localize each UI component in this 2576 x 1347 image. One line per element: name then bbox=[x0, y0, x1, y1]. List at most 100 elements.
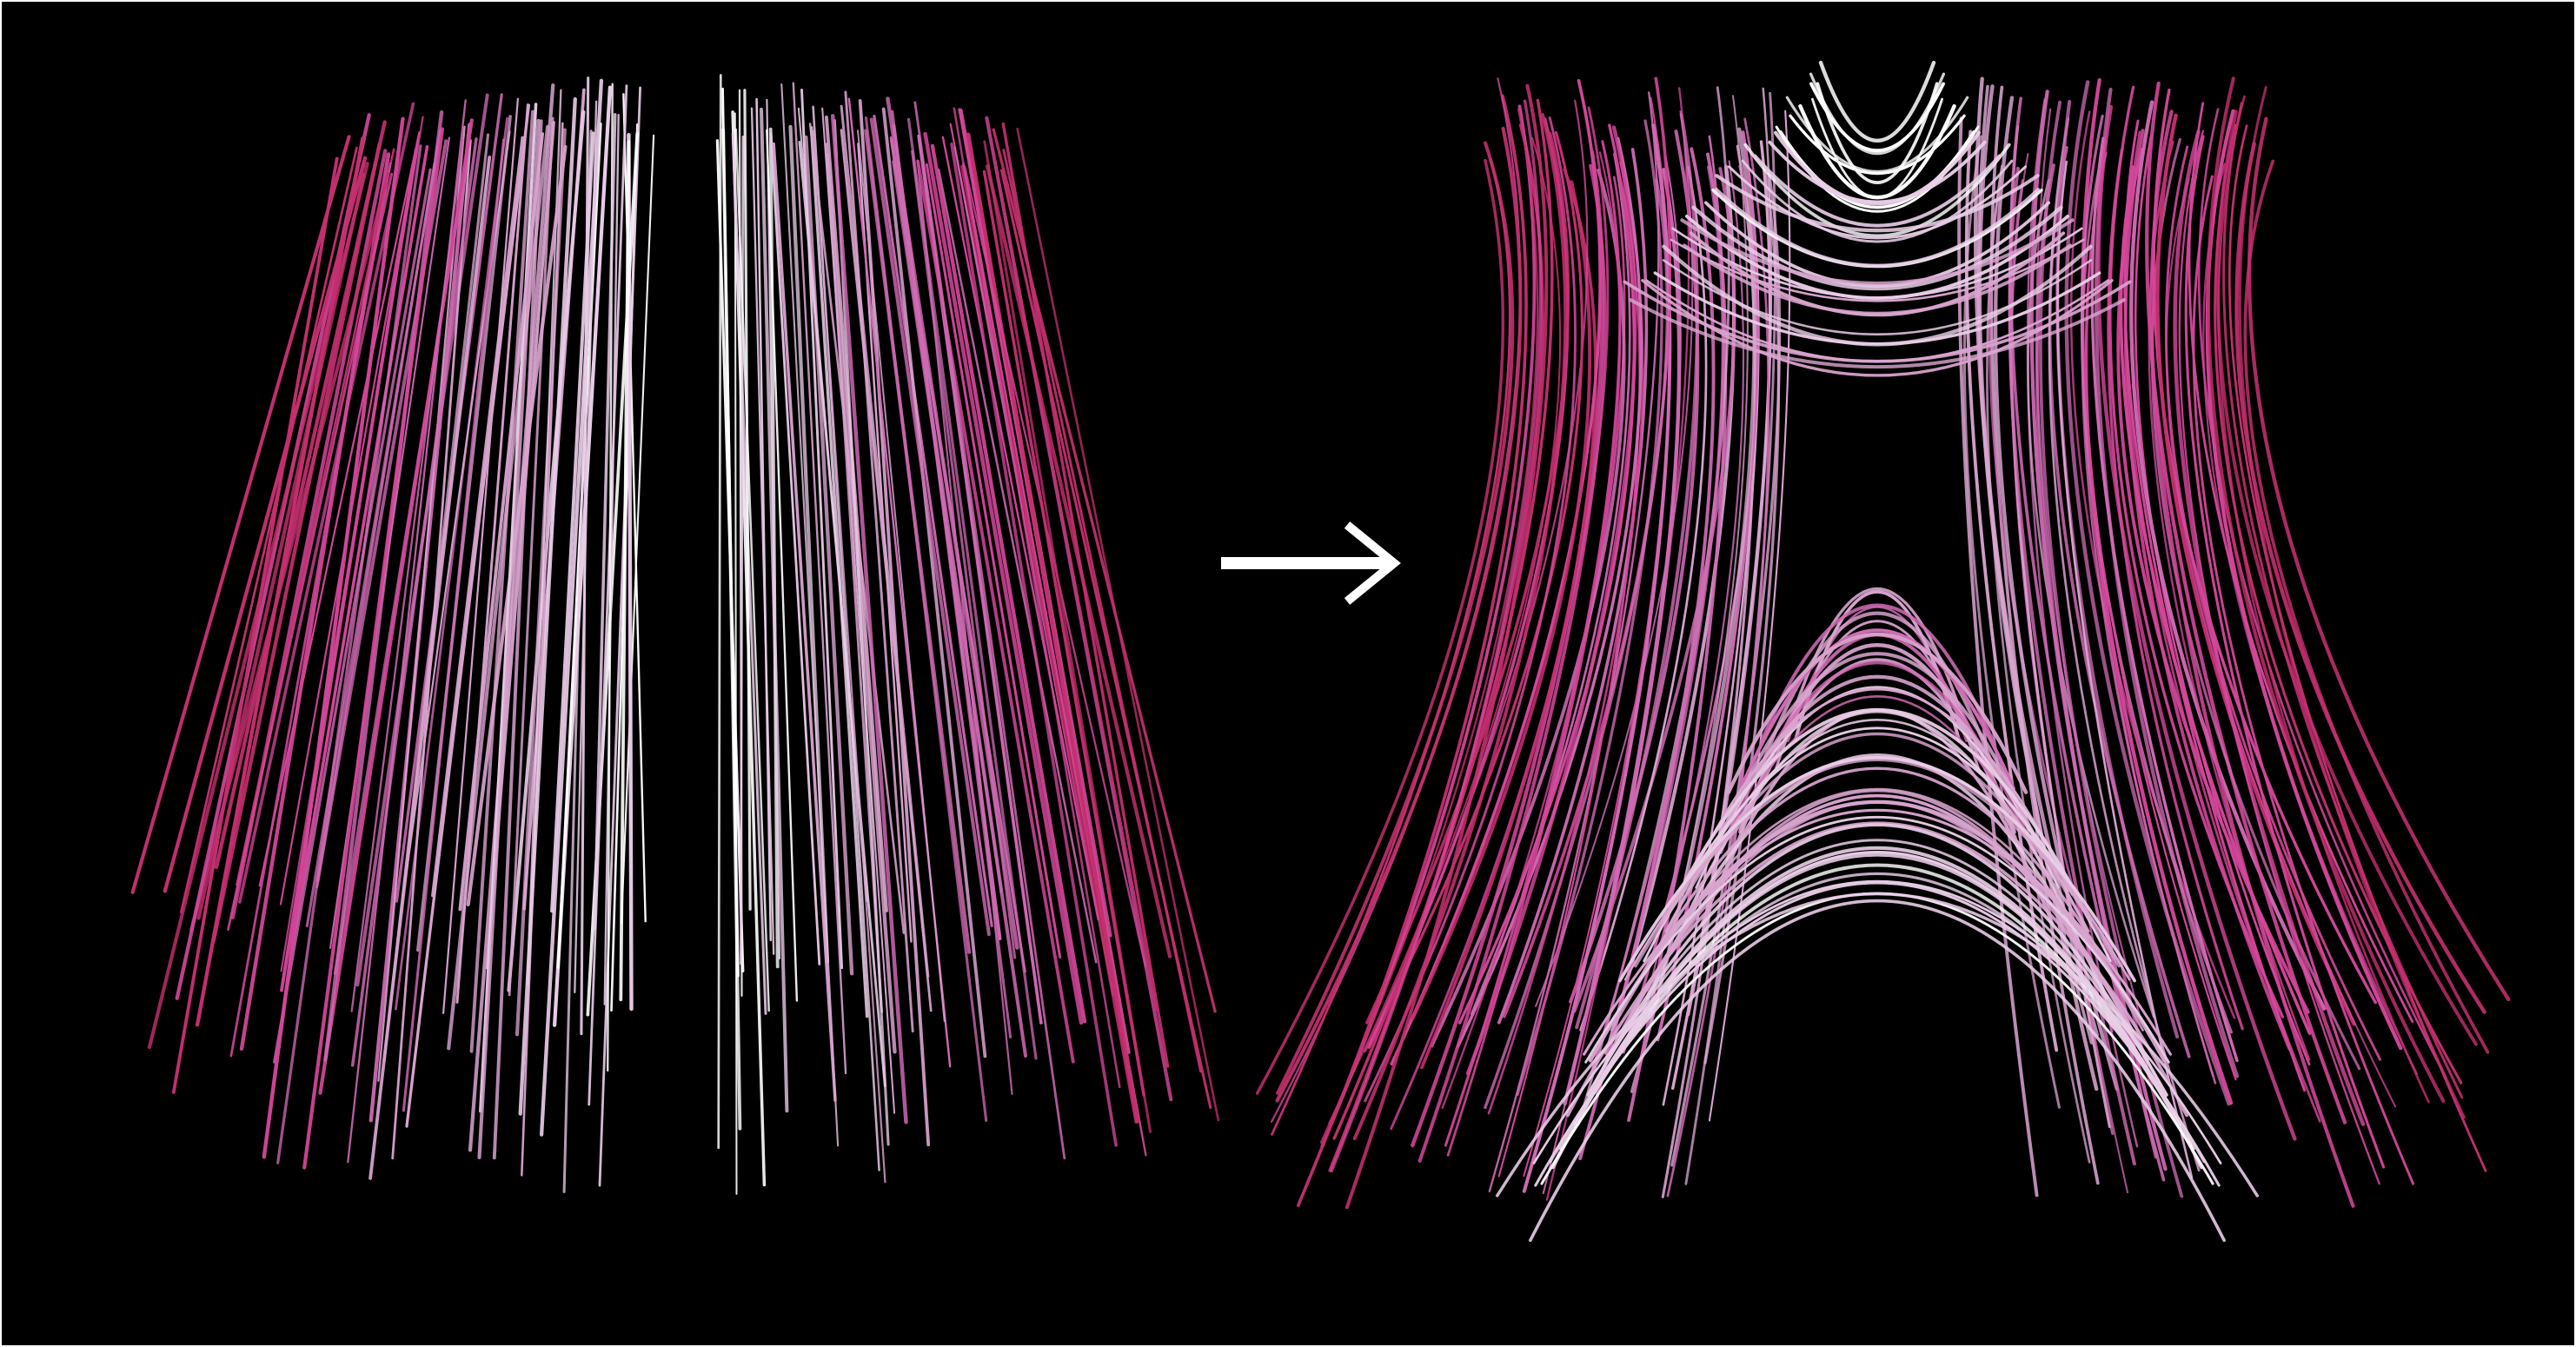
arch-curve bbox=[1551, 851, 2203, 1170]
strand-curve bbox=[2108, 85, 2285, 1019]
strand-line bbox=[869, 117, 991, 936]
arch-curve bbox=[1715, 188, 2040, 268]
arch-curve bbox=[1691, 205, 2063, 291]
arch-curve bbox=[1710, 674, 2045, 855]
arch-curve bbox=[1739, 628, 2015, 791]
strand-curve bbox=[2178, 129, 2380, 1185]
strand-curve bbox=[2247, 116, 2511, 1002]
strand-line bbox=[391, 139, 472, 1160]
strand-line bbox=[442, 97, 520, 1014]
strand-line bbox=[619, 140, 631, 1002]
strand-line bbox=[953, 107, 1121, 1089]
strand-line bbox=[788, 124, 830, 964]
strand-line bbox=[715, 139, 745, 972]
strand-curve bbox=[1535, 110, 1694, 1007]
strand-line bbox=[130, 135, 351, 894]
strand-line bbox=[840, 104, 930, 978]
strand-line bbox=[315, 163, 436, 889]
arch-curve bbox=[1779, 130, 1975, 209]
panel-before bbox=[130, 74, 1220, 1195]
strand-line bbox=[508, 116, 554, 997]
strand-line bbox=[804, 135, 854, 976]
strand-line bbox=[780, 83, 840, 1147]
strand-line bbox=[993, 154, 1158, 1012]
strand-line bbox=[562, 129, 593, 1193]
strand-line bbox=[515, 128, 567, 1037]
strand-curve bbox=[2116, 147, 2310, 1014]
strand-curve bbox=[1330, 99, 1543, 1173]
panel-after bbox=[1255, 60, 2511, 1243]
strand-line bbox=[620, 134, 655, 925]
arch-curve bbox=[1629, 298, 2126, 369]
strand-line bbox=[881, 107, 987, 1058]
strand-curve bbox=[1364, 130, 1583, 1052]
strand-line bbox=[857, 129, 946, 1022]
arch-curve bbox=[1495, 892, 2260, 1198]
strand-line bbox=[318, 118, 474, 1095]
strand-curve bbox=[2173, 129, 2366, 1126]
strand-line bbox=[930, 143, 1087, 1024]
arch-curve bbox=[1586, 839, 2168, 1097]
strand-line bbox=[766, 98, 780, 959]
strand-line bbox=[350, 137, 478, 1067]
arch-curve bbox=[1722, 652, 2033, 833]
strand-line bbox=[402, 138, 505, 1112]
strand-line bbox=[180, 146, 358, 913]
strand-curve bbox=[1444, 140, 1622, 1147]
strand-curve bbox=[2056, 160, 2194, 1179]
strand-line bbox=[982, 169, 1145, 1097]
strand-curve bbox=[2184, 135, 2386, 1169]
arch-curve bbox=[1670, 238, 2085, 302]
strand-line bbox=[262, 116, 405, 1159]
strand-line bbox=[734, 112, 738, 1195]
arch-curve bbox=[1633, 766, 2121, 989]
strand-curve bbox=[2145, 81, 2347, 1125]
strand-curve bbox=[2155, 113, 2356, 1026]
strand-line bbox=[743, 89, 752, 911]
strand-curve bbox=[2084, 152, 2237, 1081]
strand-curve bbox=[1319, 108, 1539, 1144]
strand-line bbox=[792, 82, 847, 1075]
strand-line bbox=[236, 148, 395, 886]
strand-line bbox=[864, 116, 988, 1122]
strand-curve bbox=[1590, 135, 1725, 1076]
strand-line bbox=[941, 136, 1099, 921]
strand-line bbox=[950, 143, 1118, 1147]
strand-line bbox=[923, 131, 1084, 1025]
strand-line bbox=[813, 129, 886, 1184]
strand-line bbox=[405, 103, 531, 1128]
arch-curve bbox=[1760, 611, 1995, 767]
strand-curve bbox=[2188, 102, 2414, 1023]
strand-line bbox=[755, 97, 773, 942]
strand-curve bbox=[1708, 109, 1791, 1122]
strand-curve bbox=[2215, 109, 2478, 1046]
strand-curve bbox=[1332, 98, 1554, 1140]
strand-line bbox=[550, 131, 595, 913]
arch-curve bbox=[1715, 174, 2040, 233]
strand-line bbox=[492, 119, 543, 1160]
strand-curve bbox=[2096, 104, 2297, 1141]
strand-curve bbox=[1578, 147, 1716, 1161]
arch-curve bbox=[1753, 154, 2002, 228]
strand-line bbox=[603, 113, 620, 1005]
strand-line bbox=[1000, 169, 1212, 1109]
arch-curve bbox=[1662, 707, 2093, 924]
arch-curve bbox=[1816, 82, 1939, 185]
strand-line bbox=[377, 125, 466, 1082]
strand-curve bbox=[1497, 148, 1649, 1025]
strand-line bbox=[588, 84, 628, 1106]
strand-curve bbox=[1957, 116, 2039, 1198]
strand-line bbox=[229, 162, 392, 1058]
arch-curve bbox=[1633, 758, 2121, 968]
arch-curve bbox=[1809, 72, 1946, 156]
arch-curve bbox=[1703, 201, 2051, 288]
strand-line bbox=[906, 117, 1038, 1060]
strand-curve bbox=[1666, 117, 1770, 1198]
arch-curve bbox=[1768, 140, 1987, 204]
arch-curve bbox=[1623, 280, 2132, 363]
strand-curve bbox=[2090, 136, 2239, 1063]
arch-curve bbox=[1573, 846, 2181, 1126]
strand-curve bbox=[2206, 76, 2446, 1103]
arch-curve bbox=[1643, 727, 2112, 963]
strand-curve bbox=[1271, 158, 1511, 1136]
